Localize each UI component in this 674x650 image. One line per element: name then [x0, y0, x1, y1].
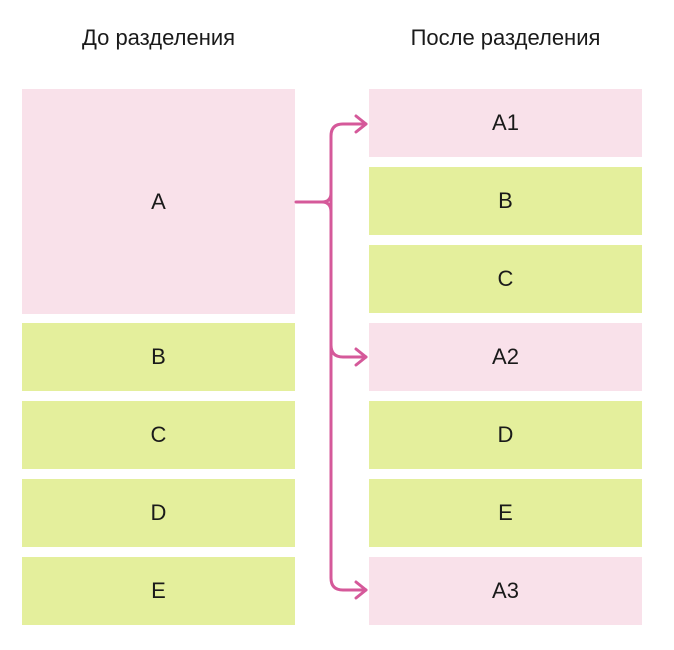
arrowhead-a2 — [354, 347, 368, 367]
before-block-c: C — [22, 401, 295, 469]
connector-branch-a1 — [329, 122, 368, 204]
after-block-e: E — [369, 479, 642, 547]
connector-branch-a3 — [329, 343, 368, 592]
before-block-b: B — [22, 323, 295, 391]
after-block-d: D — [369, 401, 642, 469]
arrowhead-a3 — [354, 580, 368, 600]
connector-branch-a2 — [329, 200, 368, 359]
after-block-a1: A1 — [369, 89, 642, 157]
after-block-b: B — [369, 167, 642, 235]
before-heading: До разделения — [81, 25, 236, 50]
after-block-c: C — [369, 245, 642, 313]
before-block-a: A — [22, 89, 295, 314]
before-block-e: E — [22, 557, 295, 625]
before-block-d: D — [22, 479, 295, 547]
after-block-a3: A3 — [369, 557, 642, 625]
arrowhead-a1 — [354, 114, 368, 134]
after-heading: После разделения — [410, 25, 601, 50]
after-block-a2: A2 — [369, 323, 642, 391]
connector-stem — [294, 191, 333, 214]
